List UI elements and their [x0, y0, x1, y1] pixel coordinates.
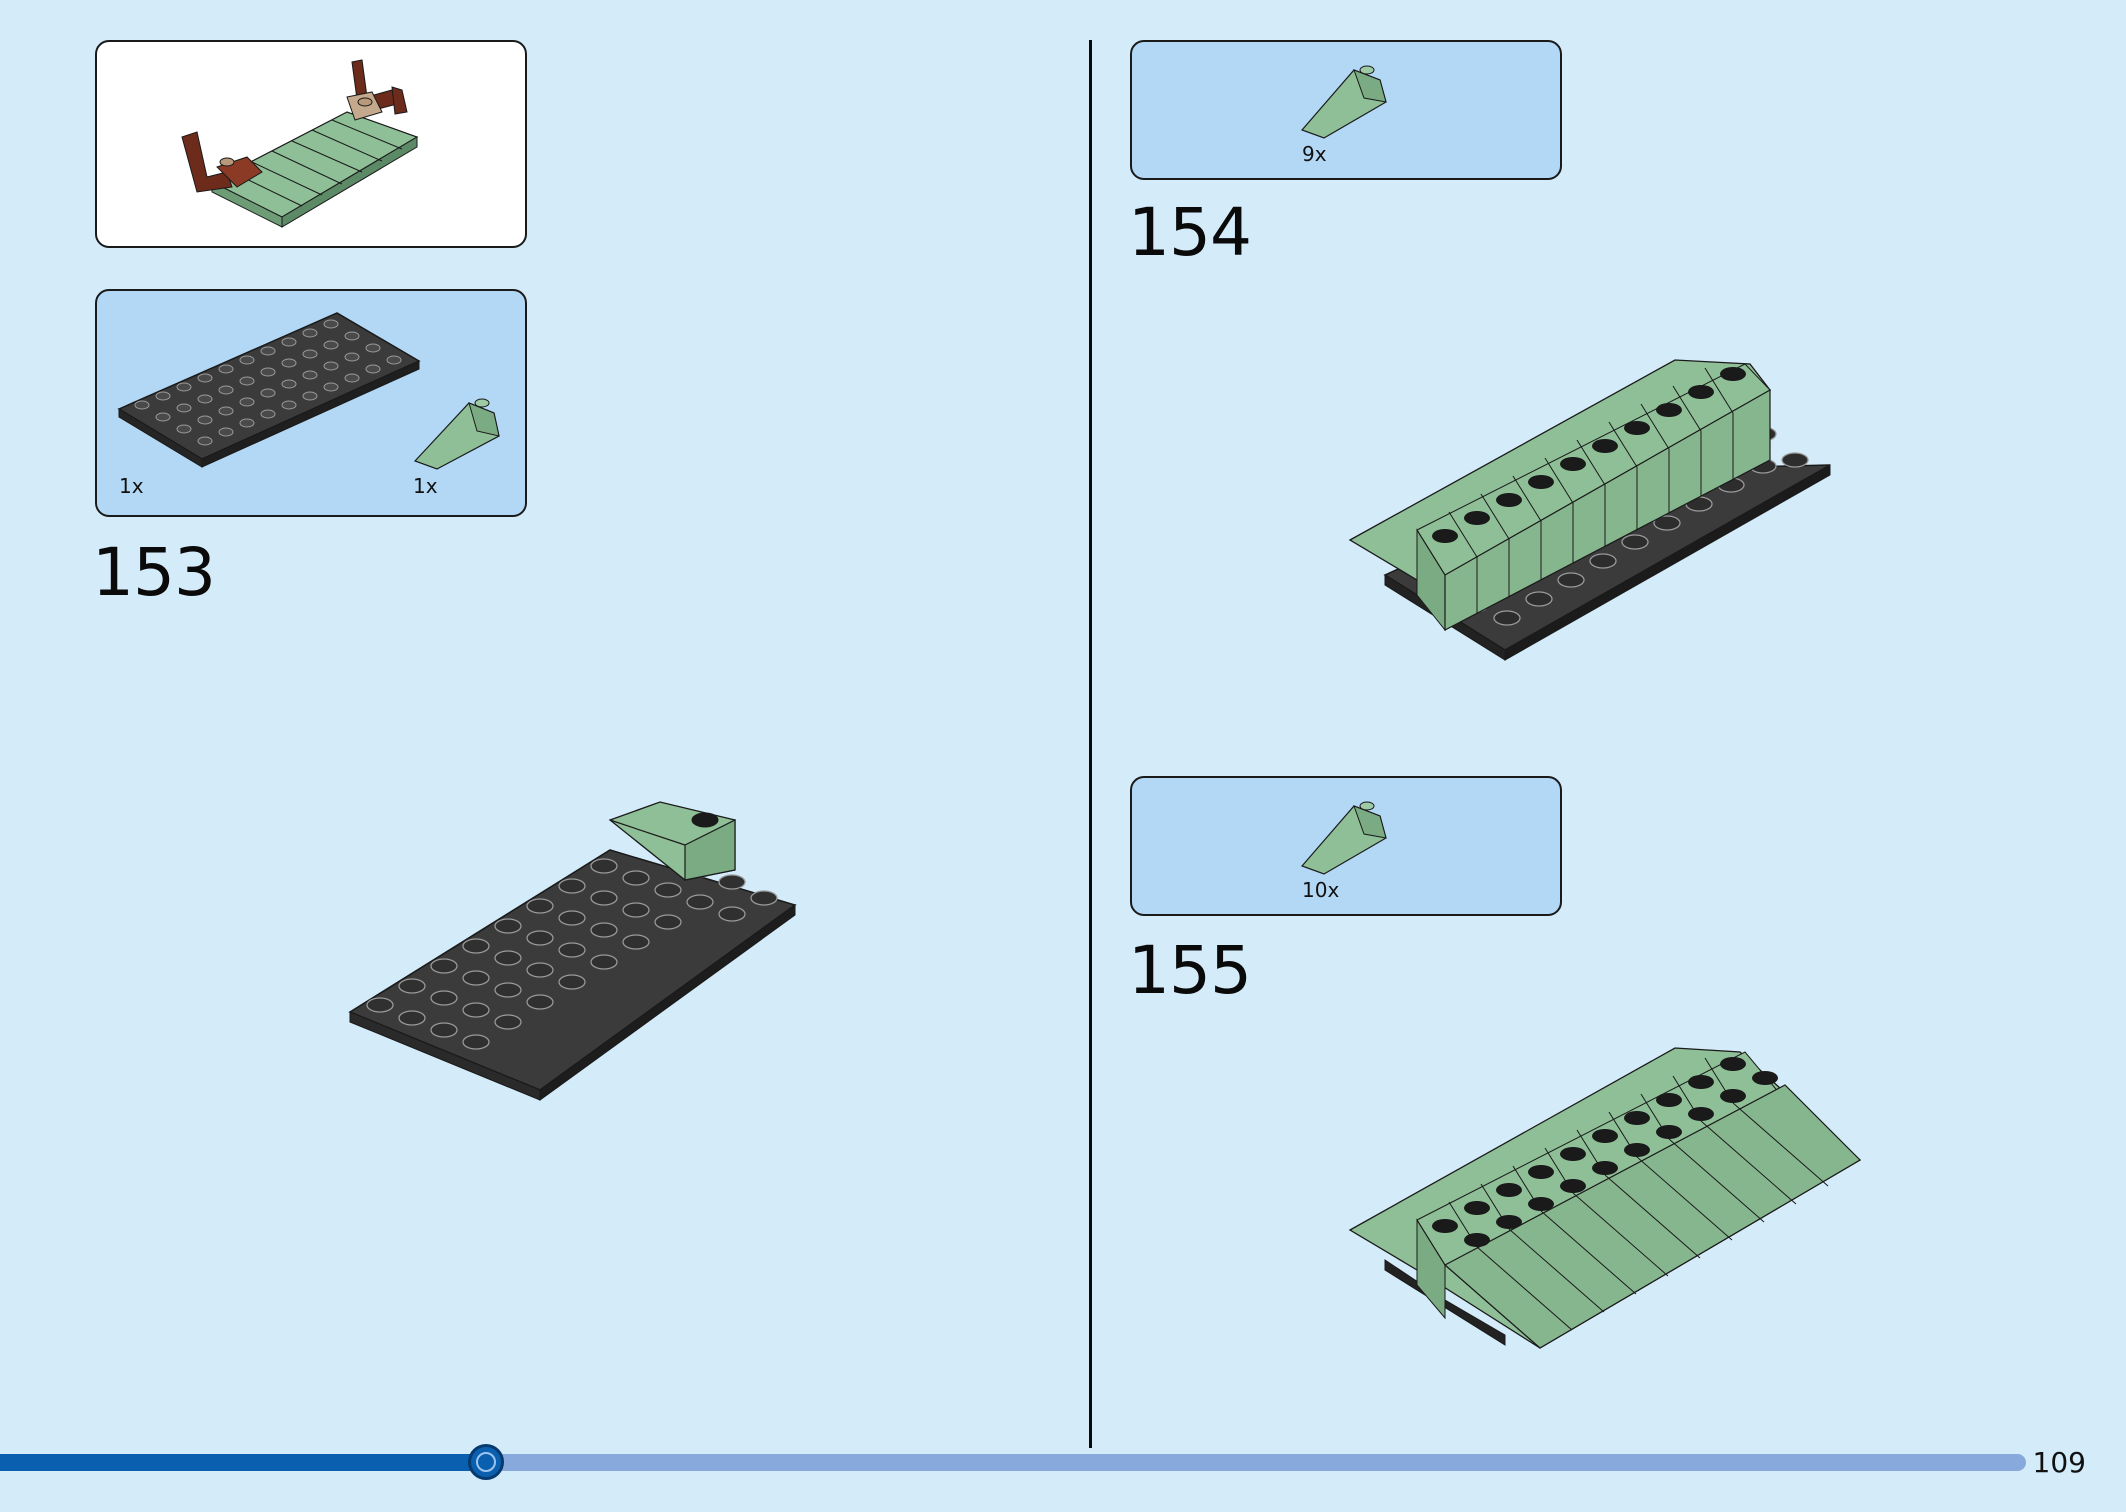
subassembly-model-image — [181, 59, 419, 228]
part-slope-sand-green-icon — [1300, 801, 1387, 875]
page-divider — [1089, 40, 1092, 1448]
parts-list-154: 9x — [1130, 40, 1562, 180]
part-qty-slope: 9x — [1302, 142, 1327, 166]
progress-fill — [0, 1454, 486, 1471]
step-number-155: 155 — [1128, 932, 1252, 1009]
part-qty-slope: 10x — [1302, 878, 1340, 902]
subassembly-callout — [95, 40, 527, 248]
part-qty-plate: 1x — [119, 474, 144, 498]
parts-list-153: 1x 1x — [95, 289, 527, 517]
progress-knob[interactable] — [468, 1444, 504, 1480]
page-number: 109 — [2032, 1446, 2086, 1479]
step-155-build-image — [1348, 1047, 1862, 1349]
part-slope-sand-green-icon — [1300, 65, 1387, 139]
step-number-154: 154 — [1128, 194, 1252, 271]
part-plate-black-icon — [117, 312, 500, 470]
step-154-build-image — [1348, 359, 1831, 661]
step-153-build-image — [348, 801, 797, 1101]
part-qty-slope: 1x — [413, 474, 438, 498]
parts-list-155: 10x — [1130, 776, 1562, 916]
progress-track — [0, 1454, 2026, 1471]
step-number-153: 153 — [92, 534, 216, 611]
